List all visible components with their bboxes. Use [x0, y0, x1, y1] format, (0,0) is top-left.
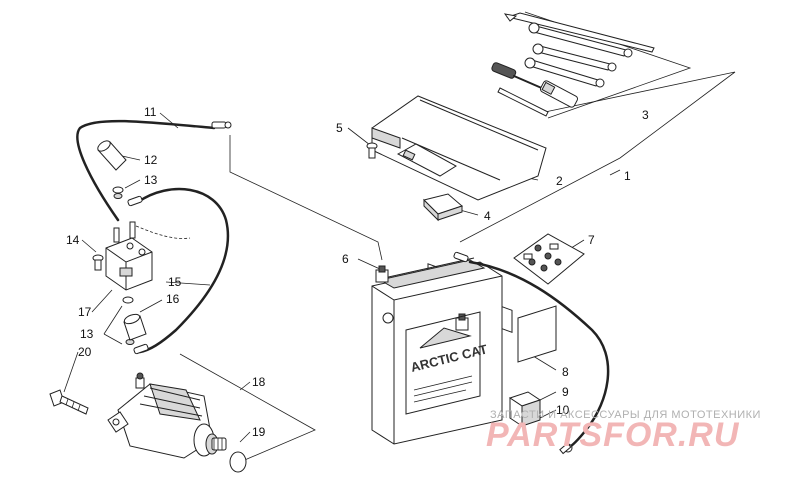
- sticker-8: [517, 305, 557, 363]
- terminal-boot-12: [97, 140, 127, 171]
- o-ring-19: [229, 451, 247, 473]
- screw-14: [92, 254, 104, 271]
- screw-5: [366, 142, 378, 159]
- callout-10: 10: [556, 403, 570, 417]
- callout-2: 2: [556, 174, 563, 188]
- callout-4: 4: [484, 209, 491, 223]
- callout-12: 12: [144, 153, 158, 167]
- callout-1: 1: [624, 169, 631, 183]
- callout-9: 9: [562, 385, 569, 399]
- callout-7: 7: [588, 233, 595, 247]
- callout-18: 18: [252, 375, 266, 389]
- terminal-boot-16: [123, 313, 147, 341]
- callout-11: 11: [144, 105, 157, 119]
- cable-15: [127, 187, 230, 355]
- callout-labels: 1 2 3 4 5 6 7 8 9 10 11 12 13 13 14 15 1…: [66, 105, 649, 439]
- leader-lines: [63, 11, 736, 463]
- callout-3: 3: [642, 108, 649, 122]
- callout-15: 15: [168, 275, 182, 289]
- callout-20: 20: [78, 345, 92, 359]
- bolt-20: [49, 389, 89, 415]
- callout-13-lower: 13: [80, 327, 94, 341]
- battery: ARCTIC CAT: [371, 257, 503, 445]
- callout-19: 19: [252, 425, 266, 439]
- callout-14: 14: [66, 233, 80, 247]
- callout-6: 6: [342, 252, 349, 266]
- callout-13-upper: 13: [144, 173, 158, 187]
- battery-cable-positive: [453, 251, 610, 455]
- hardware-pack-7: [513, 233, 585, 285]
- starter-solenoid: [105, 221, 153, 291]
- watermark-brand: PARTSFOR.RU: [486, 416, 740, 454]
- nut-13-upper: [112, 186, 124, 199]
- cable-11: [76, 119, 232, 222]
- callout-8: 8: [562, 365, 569, 379]
- watermark: ЗАПАСТИ И АКСЕССУАРЫ ДЛЯ МОТОТЕХНИКИ PAR…: [486, 409, 761, 454]
- callout-17: 17: [78, 305, 92, 319]
- block-9: [508, 391, 542, 427]
- pad-4: [423, 193, 463, 222]
- callout-5: 5: [336, 121, 343, 135]
- starter-motor: [107, 372, 227, 459]
- callout-16: 16: [166, 292, 180, 306]
- watermark-tagline: ЗАПАСТИ И АКСЕССУАРЫ ДЛЯ МОТОТЕХНИКИ: [490, 409, 761, 421]
- tool-kit: [491, 12, 655, 117]
